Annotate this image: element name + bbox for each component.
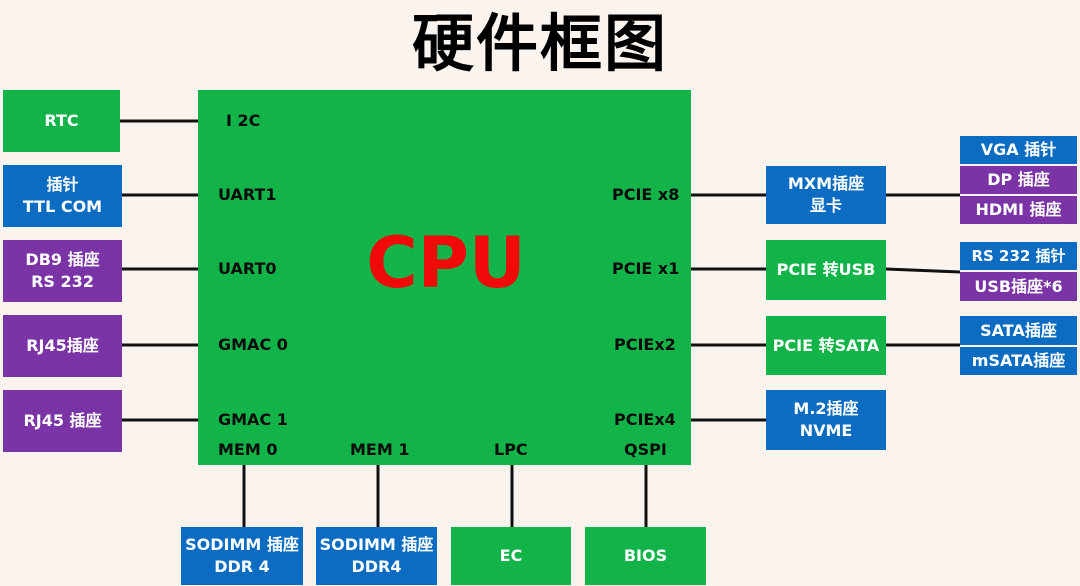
port-pcie-x2: PCIEx2	[614, 335, 676, 354]
hdmi-socket-box: HDMI 插座	[960, 196, 1077, 224]
cpu-label: CPU	[366, 222, 526, 304]
db9-label-line1: DB9 插座	[25, 250, 100, 269]
pcie-to-usb-box: PCIE 转USB	[766, 240, 886, 300]
sodimm0-label-line1: SODIMM 插座	[185, 535, 299, 554]
sodimm1-label-line1: SODIMM 插座	[319, 535, 434, 554]
m2-label-line1: M.2插座	[793, 399, 859, 418]
rj45-socket-box-2: RJ45 插座	[3, 390, 122, 452]
mxm-gpu-box: MXM插座 显卡	[766, 166, 886, 224]
rs232-header-box: RS 232 插针	[960, 242, 1077, 270]
m2-label-line2: NVME	[799, 421, 853, 440]
port-gmac1: GMAC 1	[218, 410, 288, 429]
sodimm0-label-line2: DDR 4	[214, 557, 270, 576]
rs232-label: RS 232 插针	[971, 247, 1066, 265]
port-qspi: QSPI	[624, 440, 667, 459]
sodimm1-label-line2: DDR4	[351, 557, 402, 576]
msata-socket-box: mSATA插座	[960, 347, 1077, 375]
rj45-label-1: RJ45插座	[26, 336, 99, 355]
m2-nvme-box: M.2插座 NVME	[766, 390, 886, 450]
pcie-to-sata-box: PCIE 转SATA	[766, 316, 886, 375]
rtc-label: RTC	[44, 111, 79, 130]
usb-socket-box: USB插座*6	[960, 272, 1077, 301]
rtc-box: RTC	[3, 90, 120, 152]
port-pcie-x1: PCIE x1	[612, 259, 680, 278]
sata-socket-box: SATA插座	[960, 316, 1077, 345]
mxm-label-line2: 显卡	[809, 196, 842, 215]
ttl-com-box: 插针 TTL COM	[3, 165, 122, 227]
port-pcie-x8: PCIE x8	[612, 185, 680, 204]
db9-rs232-box: DB9 插座 RS 232	[3, 240, 122, 302]
page-title: 硬件框图	[411, 7, 668, 80]
port-gmac0: GMAC 0	[218, 335, 288, 354]
mxm-label-line1: MXM插座	[787, 174, 865, 193]
db9-label-line2: RS 232	[31, 272, 94, 291]
rj45-socket-box-1: RJ45插座	[3, 315, 122, 377]
port-mem0: MEM 0	[218, 440, 278, 459]
port-mem1: MEM 1	[350, 440, 410, 459]
cpu-block	[198, 90, 691, 465]
sata-output-stack: SATA插座 mSATA插座	[960, 316, 1077, 375]
ttl-com-label-line1: 插针	[46, 175, 79, 194]
port-lpc: LPC	[494, 440, 528, 459]
bios-label: BIOS	[623, 546, 668, 565]
vga-label: VGA 插针	[980, 140, 1057, 159]
dp-label: DP 插座	[987, 170, 1050, 189]
sata-label: SATA插座	[980, 320, 1057, 340]
sodimm-ddr4-box-1: SODIMM 插座 DDR4	[316, 527, 437, 585]
port-i2c: I 2C	[226, 111, 261, 130]
rj45-label-2: RJ45 插座	[23, 411, 102, 430]
ec-label: EC	[499, 546, 523, 565]
bios-box: BIOS	[585, 527, 706, 585]
display-output-stack: VGA 插针 DP 插座 HDMI 插座	[960, 136, 1077, 224]
hdmi-label: HDMI 插座	[975, 200, 1062, 219]
sodimm-ddr4-box-0: SODIMM 插座 DDR 4	[181, 527, 303, 585]
port-uart0: UART0	[218, 259, 277, 278]
pcie-usb-label: PCIE 转USB	[776, 260, 876, 279]
wire-usb-out	[885, 267, 961, 274]
ec-box: EC	[451, 527, 571, 585]
port-pcie-x4: PCIEx4	[614, 410, 676, 429]
usb-label: USB插座*6	[974, 276, 1063, 296]
pcie-sata-label: PCIE 转SATA	[772, 335, 880, 355]
msata-label: mSATA插座	[971, 351, 1066, 370]
port-uart1: UART1	[218, 185, 277, 204]
usb-output-stack: RS 232 插针 USB插座*6	[960, 242, 1077, 301]
ttl-com-label-line2: TTL COM	[22, 197, 103, 216]
vga-header-box: VGA 插针	[960, 136, 1077, 164]
dp-socket-box: DP 插座	[960, 166, 1077, 194]
